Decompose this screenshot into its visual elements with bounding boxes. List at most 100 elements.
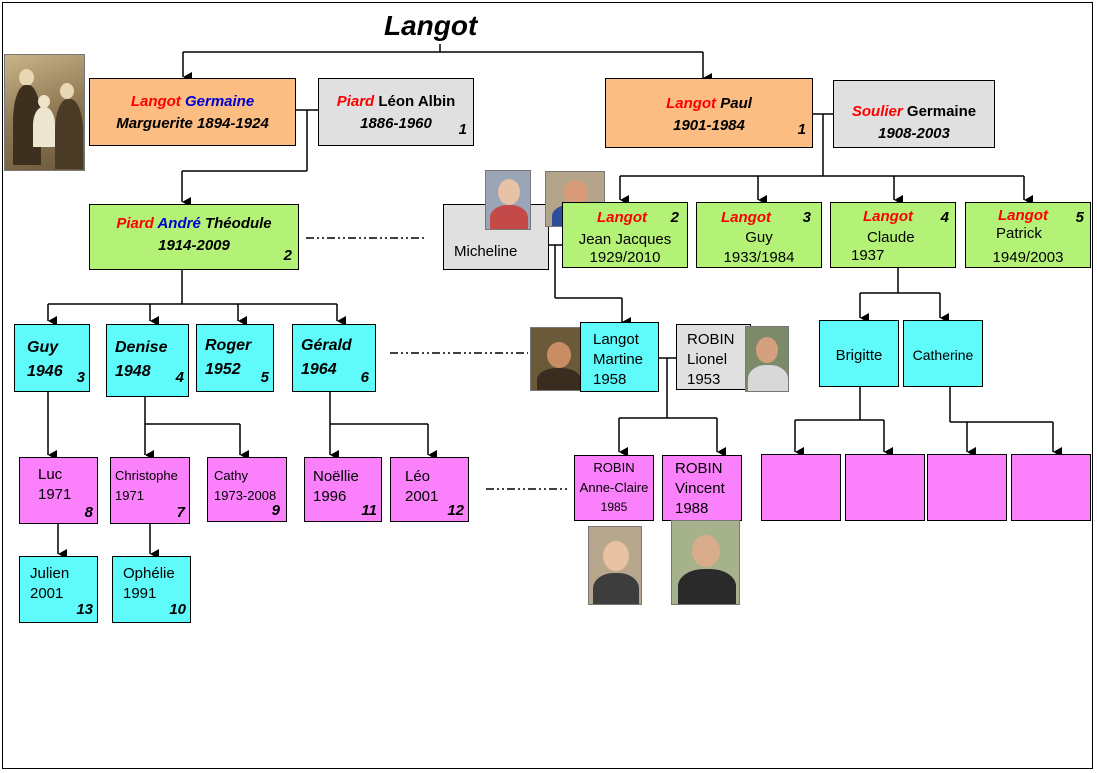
first-name: Léo bbox=[405, 468, 431, 485]
year: 2001 bbox=[30, 585, 64, 602]
year: 1953 bbox=[687, 371, 721, 388]
surname: Langot bbox=[666, 95, 717, 112]
number-label: 1 bbox=[797, 121, 806, 138]
martine-photo bbox=[530, 327, 586, 391]
person-noellie: Noëllie 1996 11 bbox=[304, 457, 382, 522]
first-name: Christophe bbox=[115, 468, 178, 483]
first-name: Brigitte bbox=[835, 347, 883, 364]
surname: Piard bbox=[116, 215, 154, 232]
years: 1908-2003 bbox=[878, 125, 950, 142]
empty-box-2 bbox=[845, 454, 925, 521]
first-name: Martine bbox=[593, 351, 644, 368]
years: 1901-1984 bbox=[673, 117, 745, 134]
person-guy-langot: Langot 3 Guy 1933/1984 bbox=[696, 202, 822, 268]
year: 2001 bbox=[405, 488, 439, 505]
number-label: 2 bbox=[283, 247, 292, 264]
person-anne-claire-robin: ROBIN Anne-Claire 1985 bbox=[574, 455, 654, 521]
surname: Piard bbox=[336, 93, 375, 110]
person-leon-piard: Piard Léon Albin 1886-1960 1 bbox=[318, 78, 474, 146]
person-patrick-langot: Langot 5 Patrick 1949/2003 bbox=[965, 202, 1091, 268]
first-name: Luc bbox=[38, 466, 63, 483]
first-name: André bbox=[157, 215, 201, 232]
person-cathy: Cathy 1973-2008 9 bbox=[207, 457, 287, 522]
year: 1948 bbox=[115, 363, 151, 380]
middle-name: Théodule bbox=[204, 215, 272, 232]
year: 1996 bbox=[313, 488, 347, 505]
years: 1914-2009 bbox=[158, 237, 230, 254]
first-name: Anne-Claire bbox=[579, 480, 649, 495]
person-martine-langot: Langot Martine 1958 bbox=[580, 322, 659, 392]
person-andre-piard: Piard André Théodule 1914-2009 2 bbox=[89, 204, 299, 270]
surname: ROBIN bbox=[593, 460, 635, 475]
first-name: Léon Albin bbox=[378, 93, 456, 110]
person-guy: Guy 1946 3 bbox=[14, 324, 90, 392]
first-name: Lionel bbox=[687, 351, 728, 368]
person-leo: Léo 2001 12 bbox=[390, 457, 469, 522]
year: 1946 bbox=[27, 363, 63, 380]
years: 1886-1960 bbox=[360, 115, 432, 132]
surname: Langot bbox=[863, 208, 913, 225]
empty-box-3 bbox=[927, 454, 1007, 521]
surname: Langot bbox=[998, 207, 1048, 224]
first-name: Vincent bbox=[675, 480, 725, 497]
person-paul-langot: Langot Paul 1901-1984 1 bbox=[605, 78, 813, 148]
person-denise: Denise 1948 4 bbox=[106, 324, 189, 397]
surname: ROBIN bbox=[687, 331, 735, 348]
surname: ROBIN bbox=[675, 460, 723, 477]
page-title: Langot bbox=[384, 10, 478, 41]
surname: Langot bbox=[597, 209, 647, 226]
first-name: Paul bbox=[720, 95, 752, 112]
number-label: 10 bbox=[169, 601, 186, 618]
empty-box-1 bbox=[761, 454, 841, 521]
number-label: 4 bbox=[940, 209, 949, 226]
person-luc: Luc 1971 8 bbox=[19, 457, 98, 524]
number-label: 4 bbox=[175, 369, 184, 386]
person-germaine-soulier: Soulier Germaine 1908-2003 bbox=[833, 80, 995, 148]
first-name: Gérald bbox=[301, 337, 352, 354]
person-ophelie: Ophélie 1991 10 bbox=[112, 556, 191, 623]
name-and-years: Marguerite 1894-1924 bbox=[116, 115, 269, 132]
year: 1958 bbox=[593, 371, 627, 388]
year: 1971 bbox=[115, 488, 144, 503]
person-catherine: Catherine bbox=[903, 320, 983, 387]
number-label: 8 bbox=[84, 504, 93, 521]
number-label: 3 bbox=[802, 209, 811, 226]
family-portrait-photo bbox=[4, 54, 85, 171]
first-name: Guy bbox=[27, 339, 59, 356]
person-julien: Julien 2001 13 bbox=[19, 556, 98, 623]
person-brigitte: Brigitte bbox=[819, 320, 899, 387]
person-vincent-robin: ROBIN Vincent 1988 bbox=[662, 455, 742, 521]
first-name: Claude bbox=[867, 229, 915, 246]
year: 1971 bbox=[38, 486, 72, 503]
first-name: Germaine bbox=[906, 103, 977, 120]
first-name: Ophélie bbox=[123, 565, 175, 582]
number-label: 5 bbox=[260, 369, 269, 386]
number-label: 1 bbox=[458, 121, 467, 138]
person-roger: Roger 1952 5 bbox=[196, 324, 274, 392]
year: 1952 bbox=[205, 361, 241, 378]
first-name: Roger bbox=[205, 337, 252, 354]
lionel-photo bbox=[745, 326, 789, 392]
first-name: Micheline bbox=[454, 243, 518, 260]
person-gerald: Gérald 1964 6 bbox=[292, 324, 376, 392]
first-name: Jean Jacques bbox=[578, 231, 672, 248]
micheline-photo bbox=[485, 170, 531, 230]
year: 1973-2008 bbox=[214, 488, 277, 503]
surname: Soulier bbox=[851, 103, 903, 120]
person-christophe: Christophe 1971 7 bbox=[110, 457, 190, 524]
vincent-photo bbox=[671, 520, 740, 605]
surname: Langot bbox=[721, 209, 771, 226]
person-germaine-langot: Langot Germaine Marguerite 1894-1924 bbox=[89, 78, 296, 146]
first-name: Catherine bbox=[912, 347, 974, 363]
person-claude-langot: Langot 4 Claude 1937 bbox=[830, 202, 956, 268]
year: 1985 bbox=[600, 500, 628, 514]
first-name: Julien bbox=[30, 565, 70, 582]
person-jean-jacques-langot: Langot 2 Jean Jacques 1929/2010 bbox=[562, 202, 688, 268]
year: 1991 bbox=[123, 585, 157, 602]
years: 1949/2003 bbox=[992, 249, 1064, 266]
year: 1964 bbox=[301, 361, 337, 378]
number-label: 11 bbox=[361, 502, 377, 519]
number-label: 5 bbox=[1075, 209, 1084, 226]
number-label: 3 bbox=[76, 369, 85, 386]
first-name: Cathy bbox=[214, 468, 248, 483]
